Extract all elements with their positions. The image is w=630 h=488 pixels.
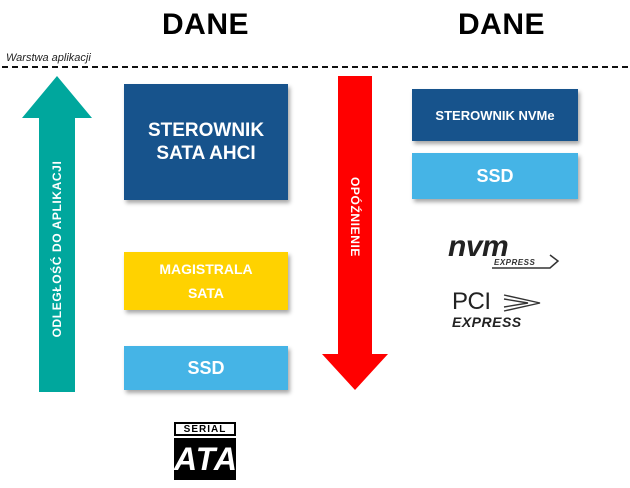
pci-logo-sub: EXPRESS [452,314,522,330]
sata-bus-line2: SATA [187,285,225,301]
pci-logo-main: PCI [452,288,491,315]
sata-ssd-label: SSD [187,357,225,378]
pci-logo-chevron-icon [503,294,541,312]
latency-arrow-icon [322,76,388,390]
serial-ata-logo: SERIAL ATA [174,422,237,482]
nvm-logo-sub: EXPRESS [494,258,536,267]
nvme-controller-box: STEROWNIK NVMe [412,89,578,141]
heading-right: DANE [458,8,546,41]
nvm-logo-main: nvm [448,230,509,263]
sata-controller-line1: STEROWNIK [147,120,265,141]
nvme-ssd-box: SSD [412,153,578,199]
sata-ahci-controller-box: STEROWNIK SATA AHCI [124,84,288,200]
serial-ata-logo-main: ATA [174,438,237,480]
sata-controller-line2: SATA AHCI [156,143,256,164]
application-layer-label: Warstwa aplikacji [6,52,91,64]
distance-arrow-label: ODLEGŁOŚĆ DO APLIKACJI [50,160,64,338]
application-layer-line [2,66,628,68]
pci-express-logo: PCI EXPRESS [452,288,552,332]
nvm-express-logo: nvm EXPRESS [446,230,560,274]
serial-ata-logo-top: SERIAL [174,422,236,436]
sata-ssd-box: SSD [124,346,288,390]
distance-arrow-icon [22,76,92,392]
nvm-logo-swoosh-icon [492,254,560,269]
nvme-controller-label: STEROWNIK NVMe [435,107,555,123]
latency-arrow-label: OPÓŹNIENIE [348,176,362,257]
sata-bus-line1: MAGISTRALA [159,261,253,277]
sata-bus-box: MAGISTRALA SATA [124,252,288,310]
heading-left: DANE [162,8,250,41]
nvme-ssd-label: SSD [476,165,514,186]
